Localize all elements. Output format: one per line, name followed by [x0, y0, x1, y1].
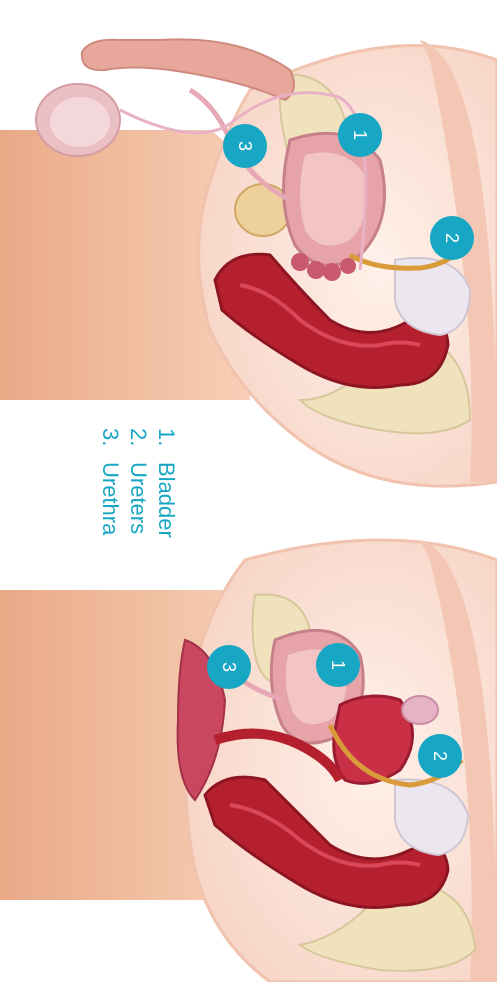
male-badge-2-label: 2 [442, 233, 462, 243]
female-badge-3: 3 [207, 645, 251, 689]
male-penis [82, 39, 294, 100]
legend-item-label: Bladder [152, 462, 180, 538]
legend-item-label: Urethra [96, 462, 124, 535]
male-testis-inner [50, 97, 110, 147]
male-bladder-inner [300, 153, 367, 246]
legend-item-number: 3. [96, 428, 124, 462]
male-pelvis [0, 39, 497, 486]
legend-item-number: 1. [152, 428, 180, 462]
legend-item-urethra: 3. Urethra [96, 428, 124, 538]
legend-item-ureters: 2. Ureters [124, 428, 152, 538]
male-badge-3-label: 3 [235, 141, 255, 151]
legend-item-bladder: 1. Bladder [152, 428, 180, 538]
female-badge-2: 2 [418, 734, 462, 778]
legend-item-label: Ureters [124, 462, 152, 534]
female-badge-2-label: 2 [430, 751, 450, 761]
female-badge-3-label: 3 [219, 662, 239, 672]
male-badge-1: 1 [338, 113, 382, 157]
female-badge-1: 1 [316, 643, 360, 687]
female-badge-1-label: 1 [328, 660, 348, 670]
male-badge-1-label: 1 [350, 130, 370, 140]
male-badge-3: 3 [223, 124, 267, 168]
legend-item-number: 2. [124, 428, 152, 462]
female-ovary [402, 696, 438, 724]
male-badge-2: 2 [430, 216, 474, 260]
female-uterus [334, 696, 413, 783]
